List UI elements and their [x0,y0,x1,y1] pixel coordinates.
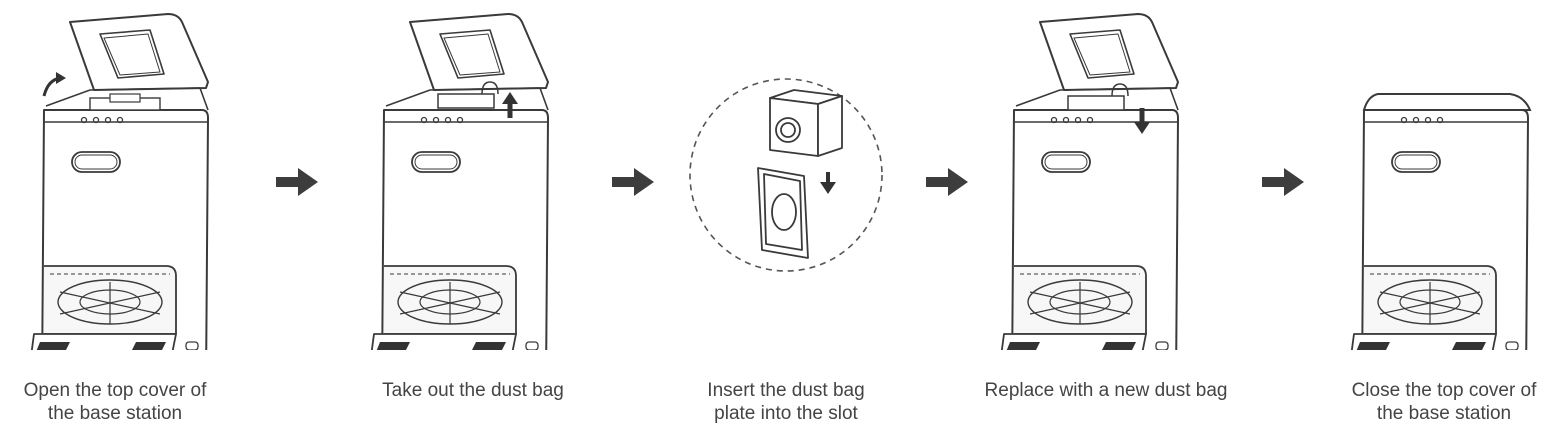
down-arrow-icon [820,182,836,194]
base-station-closed-icon [1349,93,1532,350]
step-1-caption: Open the top cover of the base station [0,379,265,425]
step-5-illustration [1340,0,1550,350]
step-3-illustration [684,0,888,350]
step-2-illustration [360,0,570,350]
step-1-caption-line-1: Open the top cover of [23,380,207,401]
step-5-caption-line-1: Close the top cover of [1351,380,1537,401]
step-4-caption: Replace with a new dust bag [956,379,1256,402]
dust-bag-plate-detail-icon [689,78,883,272]
down-arrow-icon [1134,122,1150,134]
step-2-caption: Take out the dust bag [323,379,623,402]
step-3-caption-line-2: plate into the slot [714,403,858,424]
step-3-caption-line-1: Insert the dust bag [707,380,865,401]
up-arrow-icon [502,92,518,104]
right-arrow-icon [1262,168,1304,196]
right-arrow-icon [926,168,968,196]
step-5-caption-line-2: the base station [1376,403,1512,424]
base-station-lift-bag-icon [369,13,549,350]
right-arrow-icon [612,168,654,196]
step-2-caption-line-1: Take out the dust bag [382,380,564,401]
base-station-insert-bag-icon [999,13,1179,350]
step-1-caption-line-2: the base station [47,403,183,424]
step-3-caption: Insert the dust bag plate into the slot [636,379,936,425]
step-1-illustration [20,0,230,350]
step-4-caption-line-1: Replace with a new dust bag [984,380,1228,401]
base-station-open-lid-icon [29,13,209,350]
right-arrow-icon [276,168,318,196]
step-5-caption: Close the top cover of the base station [1294,379,1568,425]
step-4-illustration [990,0,1200,350]
